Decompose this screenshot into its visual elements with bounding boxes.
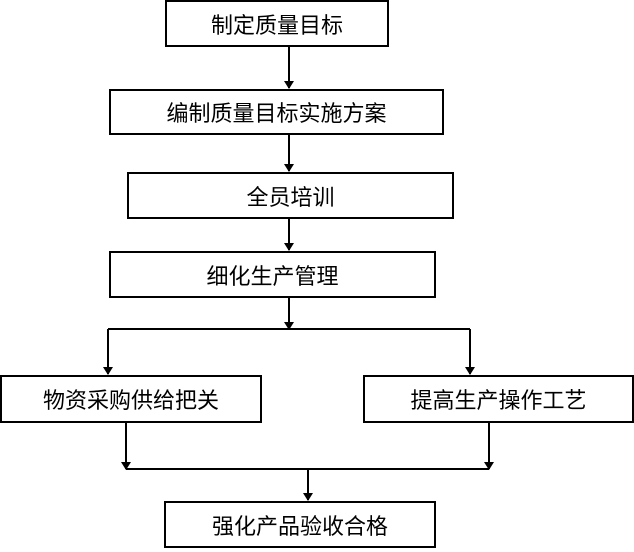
node-staff-training: 全员培训 bbox=[127, 172, 454, 219]
node-quality-goal-plan: 编制质量目标实施方案 bbox=[109, 89, 444, 135]
node-set-quality-goal: 制定质量目标 bbox=[165, 0, 389, 47]
node-production-management: 细化生产管理 bbox=[109, 251, 436, 298]
node-production-process: 提高生产操作工艺 bbox=[363, 375, 634, 423]
node-product-acceptance: 强化产品验收合格 bbox=[164, 501, 436, 548]
node-material-procurement: 物资采购供给把关 bbox=[0, 375, 262, 423]
